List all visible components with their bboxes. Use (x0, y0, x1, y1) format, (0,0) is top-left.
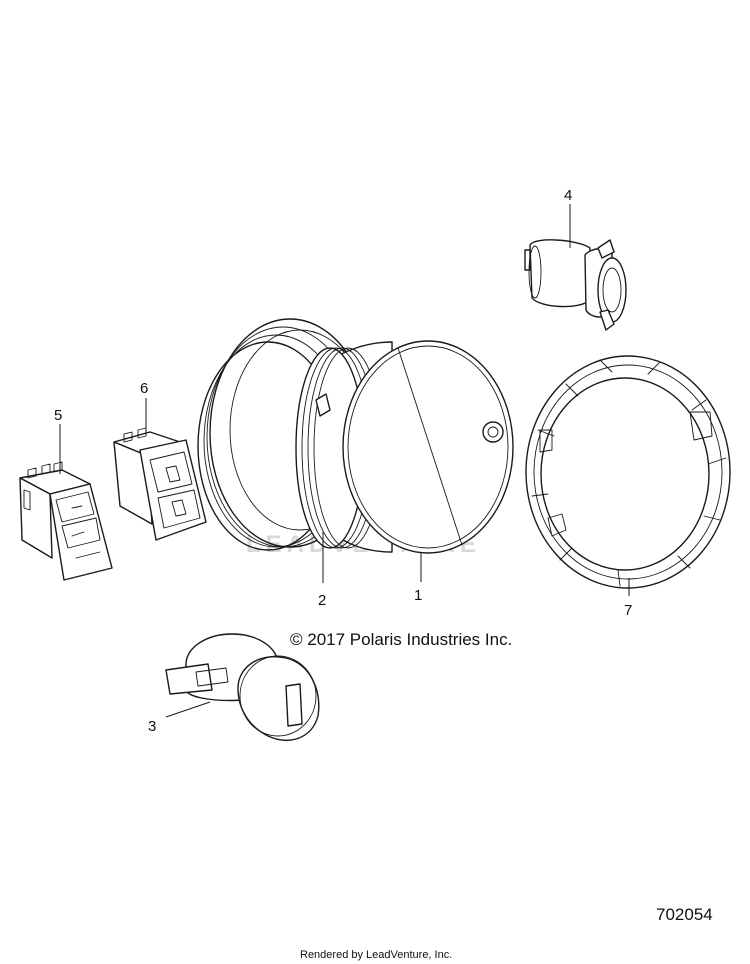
leader-lines (59, 204, 630, 718)
callout-6: 6 (140, 380, 148, 397)
copyright-notice: © 2017 Polaris Industries Inc. (290, 630, 512, 649)
callout-7: 7 (624, 602, 632, 619)
callout-2: 2 (318, 592, 326, 609)
callout-5: 5 (54, 407, 62, 424)
part-5-rocker-switch (19, 461, 113, 581)
part-3-rotary-switch (165, 633, 320, 741)
part-4-power-outlet (524, 239, 627, 331)
part-6-rocker-switch (113, 427, 207, 541)
part-1-gauge (295, 340, 514, 554)
diagram-number: 702054 (656, 905, 713, 924)
part-7-trim-ring (525, 355, 731, 589)
callout-3: 3 (148, 718, 156, 735)
rendered-by-footer: Rendered by LeadVenture, Inc. (300, 949, 452, 961)
callout-4: 4 (564, 187, 572, 204)
callout-1: 1 (414, 587, 422, 604)
